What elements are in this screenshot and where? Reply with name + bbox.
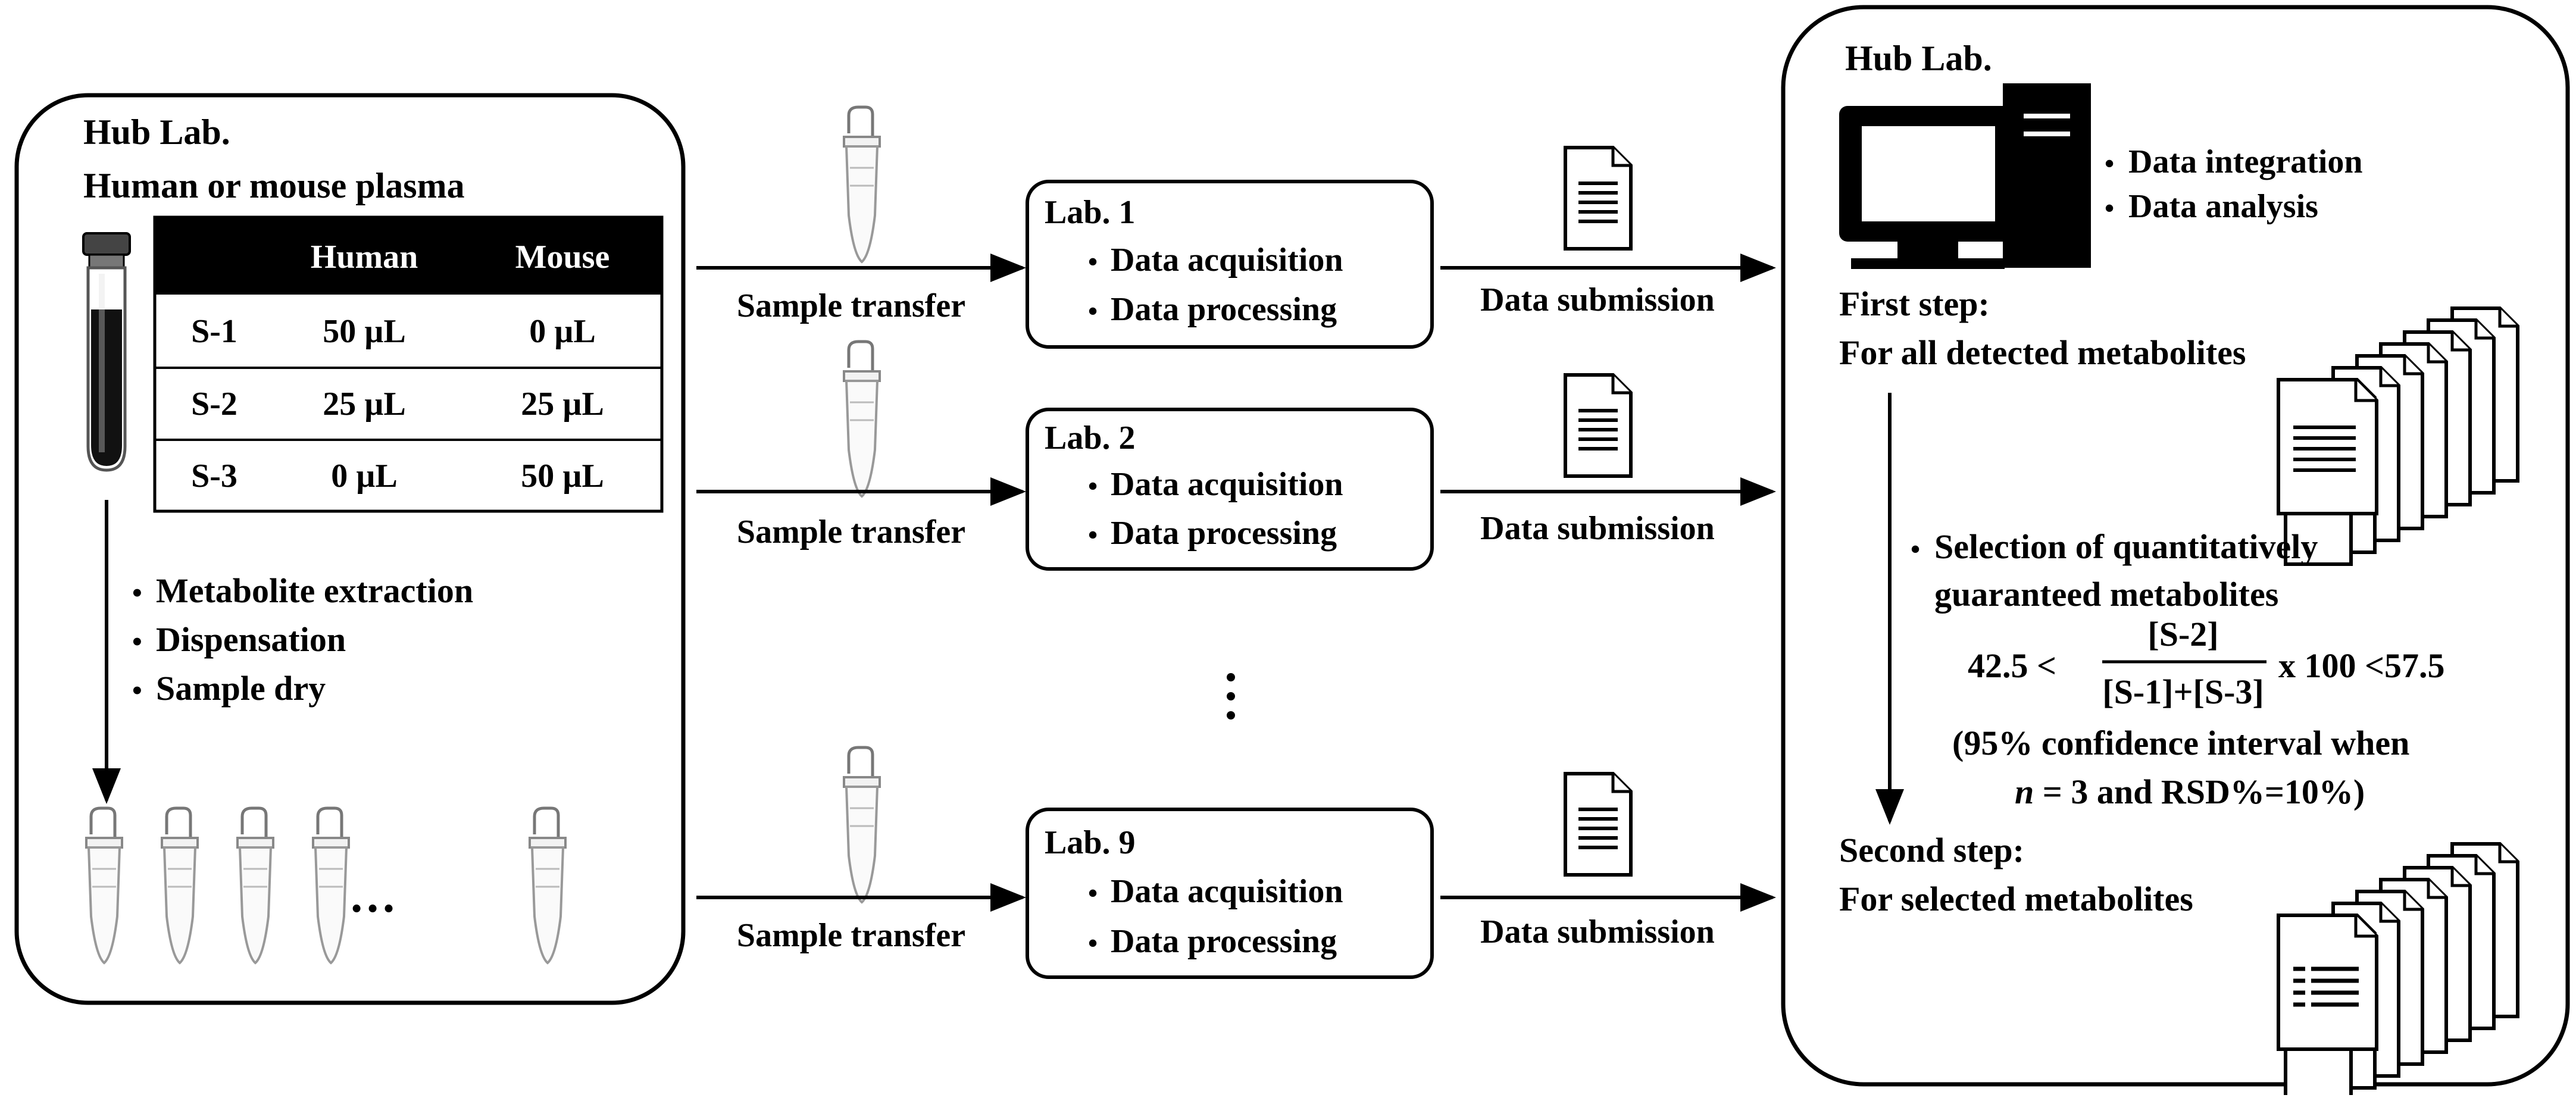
confidence-rest: = 3 and RSD%=10%): [2034, 772, 2365, 811]
hub-lab-left-title: Hub Lab.: [83, 112, 230, 152]
transfer-tube-icon: [844, 747, 880, 902]
first-step-desc: For all detected metabolites: [1839, 333, 2246, 372]
formula-numerator: [S-2]: [2147, 615, 2218, 653]
lab-task-bullet: •: [1088, 878, 1098, 908]
formula-right: x 100 <57.5: [2278, 646, 2445, 685]
lab-task-bullet: •: [1088, 296, 1098, 326]
table-cell-sample: S-2: [191, 386, 237, 423]
step-dispensation: Dispensation: [156, 620, 346, 659]
table-cell-human: 0 µL: [331, 458, 398, 495]
sample-composition-table: Human Mouse S-1 50 µL 0 µL S-2 25 µL 25 …: [153, 215, 664, 513]
step-bullet: •: [132, 626, 142, 658]
formula-denominator: [S-1]+[S-3]: [2102, 672, 2264, 711]
document-icon: [1565, 148, 1631, 249]
table-cell-mouse: 0 µL: [529, 313, 596, 350]
step-metabolite-extraction: Metabolite extraction: [156, 571, 473, 610]
lab-task-bullet: •: [1088, 246, 1098, 277]
lab-task: Data processing: [1111, 923, 1337, 960]
first-step-title: First step:: [1839, 284, 1990, 323]
transfer-tube-icon: [844, 107, 880, 262]
selection-bullet: •: [1911, 534, 1920, 564]
table-cell-sample: S-1: [191, 313, 237, 350]
selection-formula: 42.5 < [S-2] [S-1]+[S-3] x 100 <57.5: [1968, 615, 2445, 711]
table-header-row: [155, 217, 662, 295]
table-header-human: Human: [311, 239, 418, 276]
formula-left: 42.5 <: [1968, 646, 2056, 685]
computer-icon: [1839, 83, 2091, 269]
lab-name: Lab. 9: [1045, 824, 1136, 861]
plasma-subtitle: Human or mouse plasma: [83, 166, 465, 205]
lab-box-1: Lab. 1 • Data acquisition • Data process…: [1026, 180, 1434, 349]
plasma-vial-icon: [82, 232, 131, 472]
confidence-line-1: (95% confidence interval when: [1952, 724, 2409, 762]
document-icon: [1565, 774, 1631, 875]
lab-box-2: Lab. 2 • Data acquisition • Data process…: [1026, 408, 1434, 571]
sample-transfer-label: Sample transfer: [737, 514, 965, 550]
table-cell-mouse: 50 µL: [521, 458, 604, 495]
hub-lab-right-panel: [1781, 5, 2570, 1087]
preparation-steps: • Metabolite extraction • Dispensation •…: [132, 571, 473, 708]
transfer-tube-icon: [844, 342, 880, 496]
lab-task: Data processing: [1111, 291, 1337, 328]
vertical-ellipsis-icon: [1227, 673, 1235, 720]
confidence-line-2: n = 3 and RSD%=10%): [2015, 772, 2365, 811]
table-header-mouse: Mouse: [515, 239, 610, 276]
lab-task-bullet: •: [1088, 471, 1098, 501]
step-bullet: •: [132, 577, 142, 609]
confidence-n: n: [2015, 772, 2034, 811]
selection-line-2: guaranteed metabolites: [1934, 575, 2278, 614]
lab-task: Data acquisition: [1111, 873, 1343, 910]
step-sample-dry: Sample dry: [156, 669, 326, 708]
lab-name: Lab. 1: [1045, 194, 1136, 231]
lab-box-9: Lab. 9 • Data acquisition • Data process…: [1026, 808, 1434, 979]
table-cell-human: 50 µL: [323, 313, 406, 350]
document-icon: [1565, 375, 1631, 476]
step-bullet: •: [132, 675, 142, 706]
hub-lab-right-title: Hub Lab.: [1845, 39, 1992, 78]
table-cell-mouse: 25 µL: [521, 386, 604, 423]
sample-transfer-label: Sample transfer: [737, 287, 965, 324]
selection-line-1: Selection of quantitatively: [1934, 527, 2318, 566]
data-submission-label: Data submission: [1480, 281, 1715, 318]
data-submission-label: Data submission: [1480, 914, 1715, 950]
data-submission-label: Data submission: [1480, 510, 1715, 547]
lab-task: Data acquisition: [1111, 466, 1343, 503]
table-cell-sample: S-3: [191, 458, 237, 495]
second-step-title: Second step:: [1839, 831, 2024, 869]
task-data-integration: Data integration: [2128, 143, 2363, 180]
task-bullet: •: [2105, 193, 2114, 223]
tubes-ellipsis: …: [349, 870, 396, 922]
task-data-analysis: Data analysis: [2128, 188, 2318, 225]
task-bullet: •: [2105, 148, 2114, 179]
second-step-desc: For selected metabolites: [1839, 880, 2193, 918]
table-cell-human: 25 µL: [323, 386, 406, 423]
lab-task: Data processing: [1111, 515, 1337, 552]
lab-name: Lab. 2: [1045, 420, 1136, 456]
lab-task: Data acquisition: [1111, 242, 1343, 279]
lab-task-bullet: •: [1088, 928, 1098, 958]
sample-transfer-label: Sample transfer: [737, 917, 965, 954]
lab-task-bullet: •: [1088, 520, 1098, 550]
